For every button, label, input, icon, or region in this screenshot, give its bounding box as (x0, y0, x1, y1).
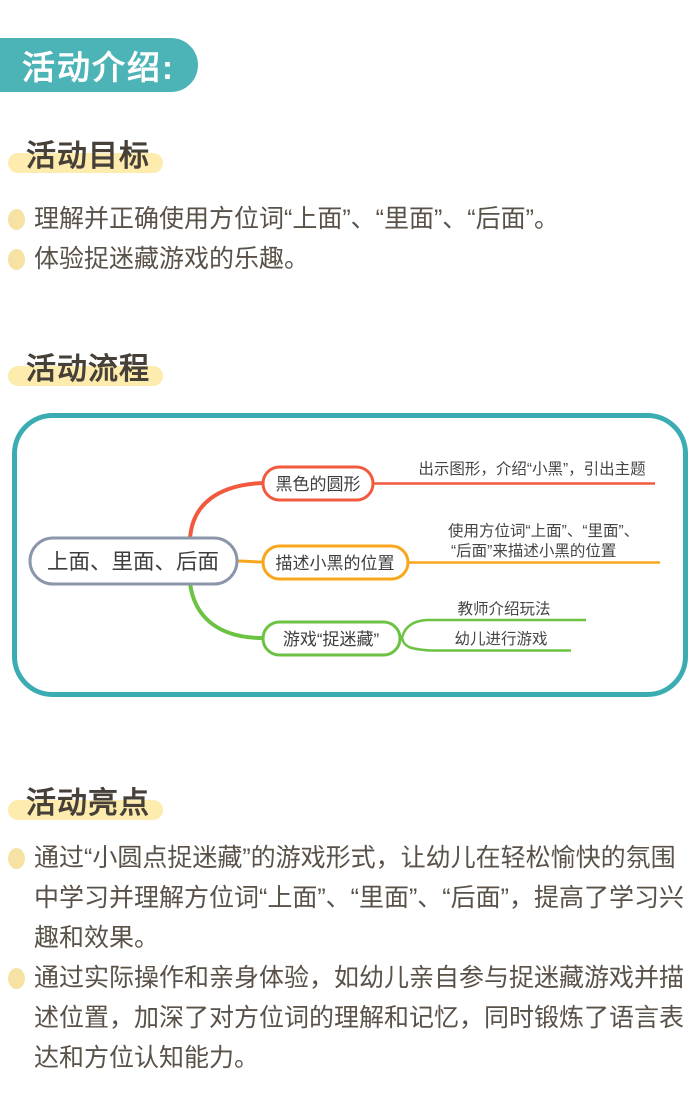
highlights-list-item: 通过实际操作和亲身体验，如幼儿亲自参与捉迷藏游戏并描述位置，加深了对方位词的理解… (8, 958, 686, 1078)
goals-title-highlight (8, 153, 163, 173)
branch-curve-red (188, 481, 264, 540)
leaf-note-red: 出示图形，介绍“小黑”，引出主题 (418, 460, 645, 478)
goals-list-item: 体验捉迷藏游戏的乐趣。 (8, 239, 686, 279)
mindmap-frame (12, 413, 688, 697)
branch-curve-green (188, 582, 264, 640)
goals-item-text: 体验捉迷藏游戏的乐趣。 (34, 245, 310, 273)
goals-list: 理解并正确使用方位词“上面”、“里面”、“后面”。 体验捉迷藏游戏的乐趣。 (8, 199, 686, 279)
intro-badge-label: 活动介绍: (22, 49, 175, 86)
goals-list-item: 理解并正确使用方位词“上面”、“里面”、“后面”。 (8, 199, 686, 239)
bullet-dot-icon (8, 209, 25, 230)
highlights-item-text: 通过实际操作和亲身体验，如幼儿亲自参与捉迷藏游戏并描述位置，加深了对方位词的理解… (34, 964, 685, 1072)
branch-node-describe-position-label: 描述小黑的位置 (276, 554, 395, 573)
bullet-dot-icon (8, 249, 25, 270)
branch-node-black-circle-label: 黑色的圆形 (276, 475, 361, 494)
highlights-section-title: 活动亮点 (8, 778, 163, 822)
highlights-item-text: 通过“小圆点捉迷藏”的游戏形式，让幼儿在轻松愉快的氛围中学习并理解方位词“上面”… (34, 844, 684, 952)
goals-item-text: 理解并正确使用方位词“上面”、“里面”、“后面”。 (34, 205, 559, 233)
highlights-title-highlight (8, 800, 163, 820)
leaf-note-orange-line1: 使用方位词“上面”、“里面”、 (448, 522, 639, 540)
process-title-highlight (8, 366, 163, 386)
leaf-note-green-bottom: 幼儿进行游戏 (454, 630, 547, 648)
mindmap-root-node (28, 536, 239, 586)
process-mindmap-diagram: 上面、里面、后面 黑色的圆形 出示图形，介绍“小黑”，引出主题 描述小黑的位置 … (12, 413, 688, 697)
highlights-title-text: 活动亮点 (26, 787, 150, 820)
process-section-title: 活动流程 (8, 344, 163, 388)
bullet-dot-icon (8, 968, 25, 989)
process-title-text: 活动流程 (26, 353, 150, 386)
branch-node-game-hide-seek (261, 620, 402, 657)
goals-title-text: 活动目标 (26, 140, 150, 173)
leaf-note-orange-line2: “后面”来描述小黑的位置 (451, 542, 616, 560)
branch-curve-orange (235, 559, 264, 564)
branch-node-game-hide-seek-label: 游戏“捉迷藏” (283, 630, 380, 649)
intro-badge: 活动介绍: (0, 38, 198, 92)
goals-section-title: 活动目标 (8, 131, 163, 175)
highlights-list: 通过“小圆点捉迷藏”的游戏形式，让幼儿在轻松愉快的氛围中学习并理解方位词“上面”… (8, 838, 686, 1078)
bullet-dot-icon (8, 848, 25, 869)
highlights-list-item: 通过“小圆点捉迷藏”的游戏形式，让幼儿在轻松愉快的氛围中学习并理解方位词“上面”… (8, 838, 686, 958)
leaf-note-green-top: 教师介绍玩法 (457, 600, 550, 618)
mindmap-root-label: 上面、里面、后面 (47, 550, 219, 574)
green-fork-bracket (400, 618, 431, 652)
mindmap-canvas: 上面、里面、后面 黑色的圆形 出示图形，介绍“小黑”，引出主题 描述小黑的位置 … (12, 413, 688, 697)
